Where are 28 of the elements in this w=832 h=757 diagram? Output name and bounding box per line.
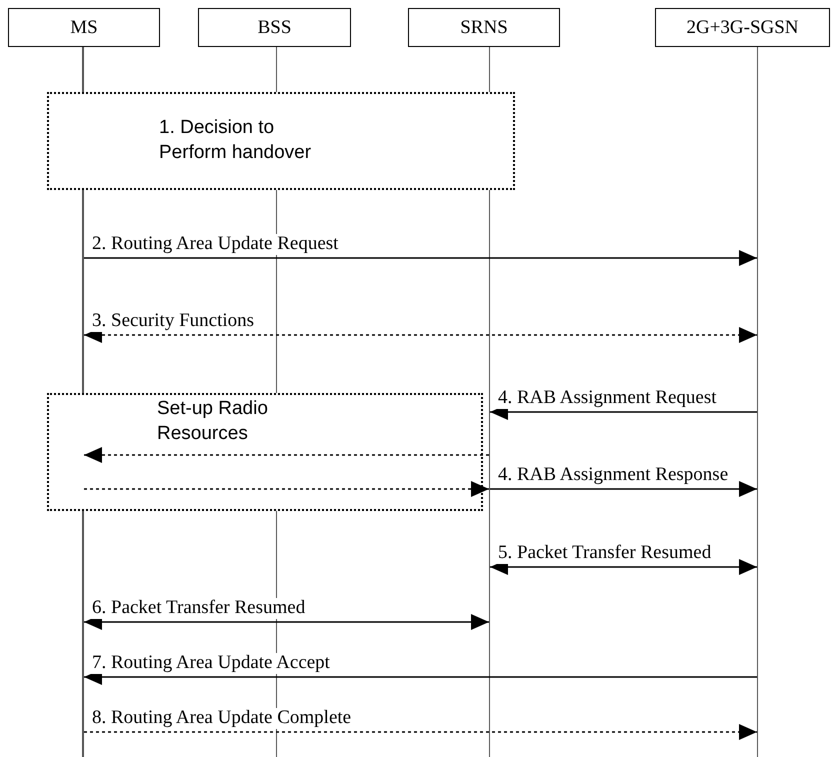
entity-label: MS	[70, 16, 98, 38]
entity-box	[408, 8, 560, 47]
message-arrow	[84, 724, 757, 740]
message-label: 4. RAB Assignment Response	[496, 465, 730, 486]
message-label: 5. Packet Transfer Resumed	[496, 543, 714, 564]
message-arrow	[84, 481, 489, 497]
lifeline	[757, 47, 758, 757]
message-arrow	[84, 327, 757, 343]
note-text: 1. Decision to Perform handover	[159, 116, 312, 165]
message-arrow	[490, 481, 757, 497]
message-label: 3. Security Functions	[90, 311, 256, 332]
message-label: 7. Routing Area Update Accept	[90, 653, 332, 674]
message-arrow	[84, 614, 489, 630]
entity-label: BSS	[258, 16, 292, 38]
message-label: 2. Routing Area Update Request	[90, 234, 340, 255]
message-label: 6. Packet Transfer Resumed	[90, 598, 308, 619]
message-arrow	[84, 447, 489, 463]
message-label: 4. RAB Assignment Request	[496, 388, 719, 409]
entity-box	[198, 8, 351, 47]
entity-box	[8, 8, 160, 47]
message-arrow	[490, 559, 757, 575]
message-arrow	[84, 250, 757, 266]
entity-label: SRNS	[460, 16, 508, 38]
entity-label: 2G+3G-SGSN	[686, 16, 799, 38]
entity-box	[655, 8, 830, 47]
message-label: 8. Routing Area Update Complete	[90, 708, 354, 729]
note-box	[47, 92, 515, 190]
note-text: Set-up Radio Resources	[157, 397, 269, 446]
